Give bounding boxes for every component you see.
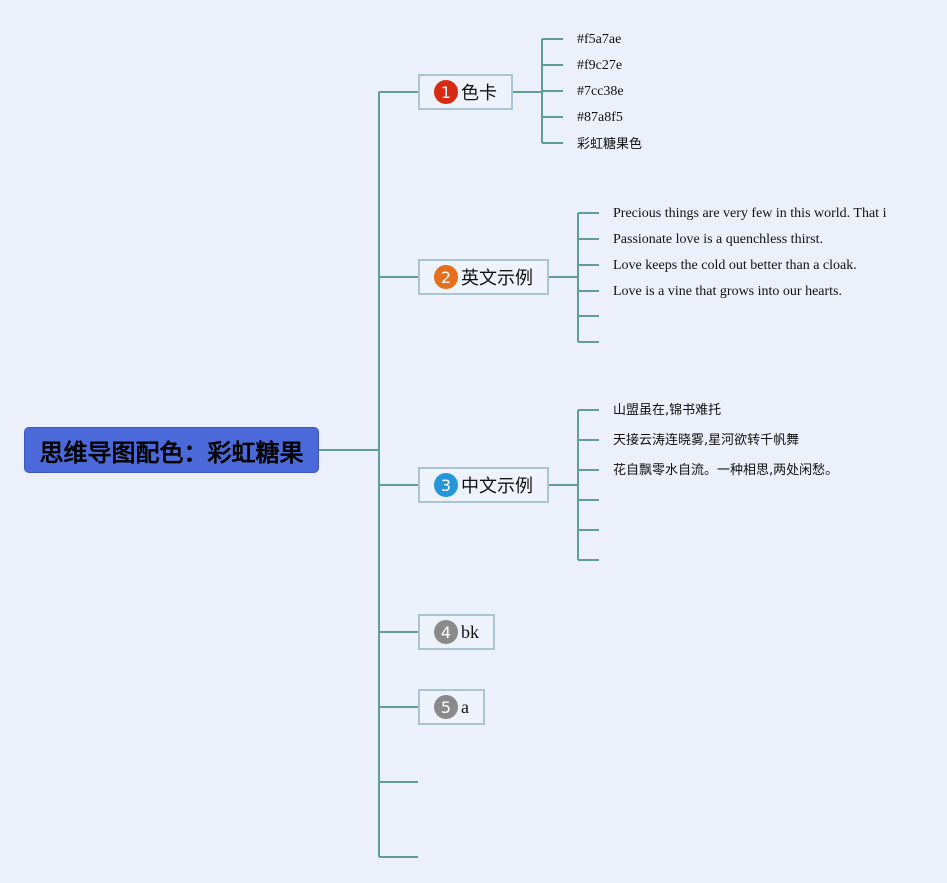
leaf-chinese-3[interactable]: 花自飘零水自流。一种相思,两处闲愁。 (613, 463, 839, 478)
number-3-badge-icon: 3 (434, 473, 458, 497)
topic-bk[interactable]: 4 bk (418, 614, 495, 650)
leaf-english-2[interactable]: Passionate love is a quenchless thirst. (613, 232, 823, 247)
topic-chinese-examples[interactable]: 3 中文示例 (418, 467, 549, 503)
root-topic[interactable]: 思维导图配色：彩虹糖果 (25, 428, 318, 472)
leaf-color-2[interactable]: #f9c27e (577, 58, 623, 73)
leaf-english-1[interactable]: Precious things are very few in this wor… (613, 206, 887, 221)
leaf-english-4[interactable]: Love is a vine that grows into our heart… (613, 284, 843, 299)
leaf-color-5[interactable]: 彩虹糖果色 (577, 137, 643, 152)
root-topic-label: 思维导图配色：彩虹糖果 (39, 438, 304, 467)
topic-a[interactable]: 5 a (418, 689, 485, 725)
leaf-color-4[interactable]: #87a8f5 (577, 110, 623, 125)
number-4-badge-icon: 4 (434, 620, 458, 644)
topic-label: bk (461, 621, 479, 642)
topic-label: 英文示例 (461, 268, 533, 289)
leaf-english-3[interactable]: Love keeps the cold out better than a cl… (613, 258, 857, 273)
topic-label: 中文示例 (461, 476, 533, 497)
number-2-badge-icon: 2 (434, 265, 458, 289)
leaf-color-3[interactable]: #7cc38e (577, 84, 624, 99)
number-1-badge-icon: 1 (434, 80, 458, 104)
topic-label: a (461, 696, 469, 717)
leaf-chinese-2[interactable]: 天接云涛连晓雾,星河欲转千帆舞 (613, 433, 800, 448)
leaf-color-1[interactable]: #f5a7ae (577, 32, 622, 47)
leaf-chinese-1[interactable]: 山盟虽在,锦书难托 (613, 403, 722, 418)
topic-color-card[interactable]: 1 色卡 (418, 74, 513, 110)
topic-english-examples[interactable]: 2 英文示例 (418, 259, 549, 295)
topic-label: 色卡 (461, 83, 497, 104)
number-5-badge-icon: 5 (434, 695, 458, 719)
